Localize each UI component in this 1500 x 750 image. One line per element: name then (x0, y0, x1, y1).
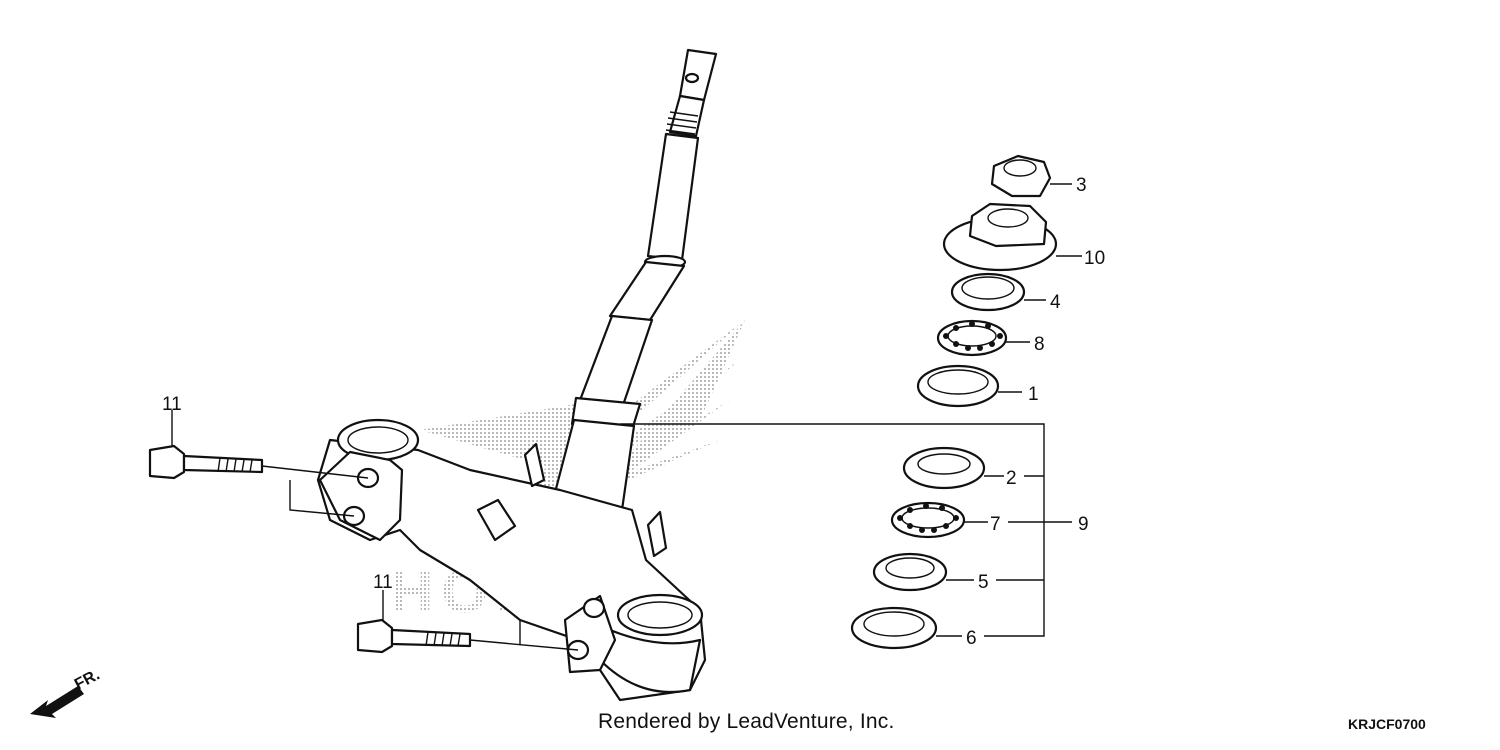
upper-outer-race (916, 364, 1000, 408)
upper-inner-race (950, 272, 1026, 312)
callout-11-lower: 11 (373, 572, 393, 593)
bolt-upper (148, 444, 264, 480)
callout-8: 8 (1034, 334, 1045, 355)
callout-7: 7 (990, 514, 1001, 535)
callout-4: 4 (1050, 292, 1061, 313)
bolt-lower (356, 618, 472, 654)
diagram-code: KRJCF0700 (1348, 716, 1426, 732)
callout-3: 3 (1076, 175, 1087, 196)
adjusting-nut (942, 202, 1058, 272)
front-arrow-icon: FR. (30, 666, 103, 718)
callout-10: 10 (1084, 248, 1105, 269)
lower-bearing (890, 501, 966, 539)
callout-9: 9 (1078, 514, 1089, 535)
dust-seal (850, 606, 938, 650)
lock-nut (990, 154, 1052, 198)
callout-5: 5 (978, 572, 989, 593)
callout-2: 2 (1006, 468, 1017, 489)
bottom-bridge (316, 418, 707, 702)
lower-inner-race (872, 552, 948, 592)
callout-6: 6 (966, 628, 977, 649)
steering-stem (550, 48, 718, 512)
callout-1: 1 (1028, 384, 1039, 405)
upper-bearing (936, 319, 1008, 357)
credit-text: Rendered by LeadVenture, Inc. (598, 710, 895, 733)
callout-11-upper: 11 (162, 394, 182, 415)
lower-outer-race (902, 446, 986, 490)
